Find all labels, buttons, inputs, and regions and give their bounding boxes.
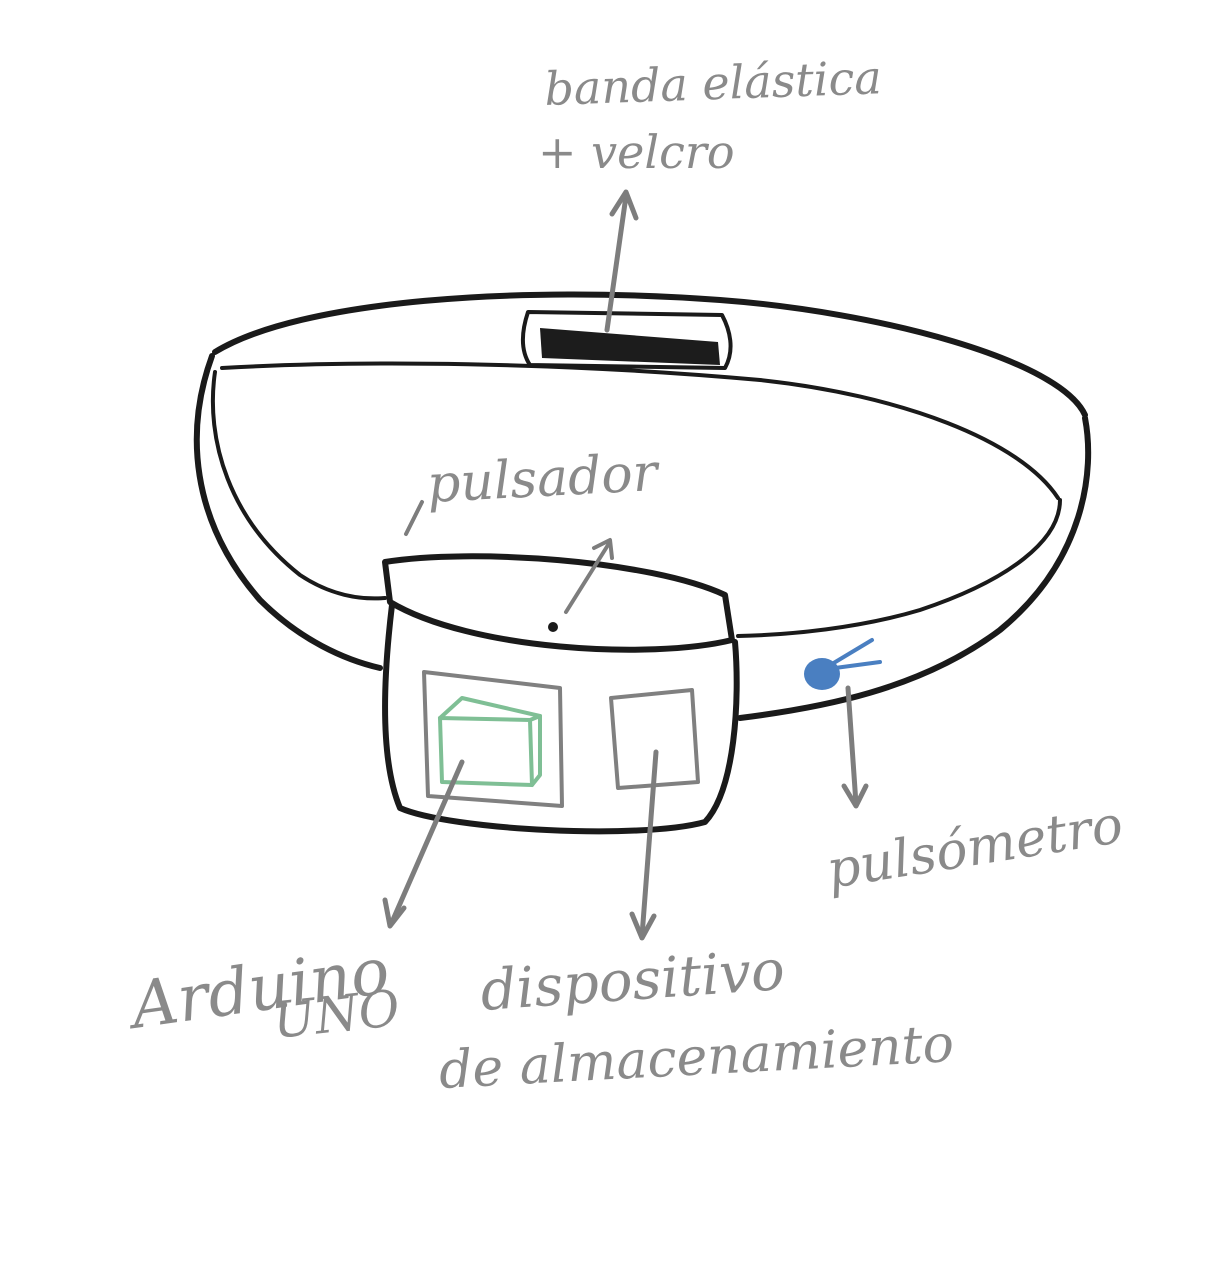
velcro-patch [521,310,733,370]
label-band-line1: banda elástica [543,50,882,116]
label-band-line2: + velcro [538,125,735,179]
arrow-storage [629,749,659,941]
label-tick [404,500,424,536]
storage-compartment [609,688,700,790]
device-box [382,553,740,835]
label-storage-line1: dispositivo [478,938,786,1024]
arrow-arduino [382,759,465,929]
elastic-band [193,291,1092,721]
label-button: pulsador [426,443,663,515]
label-arduino-line2: UNO [270,979,402,1050]
pulse-sensor-icon [804,638,882,690]
label-heart-sensor: pulsómetro [823,795,1127,901]
arrow-button [564,538,614,614]
arrow-band [604,189,639,333]
arrow-sensor [841,685,869,809]
label-storage-line2: de almacenamiento [438,1014,956,1101]
arduino-compartment [422,670,564,808]
push-button-icon [548,622,558,632]
velcro-strip [540,328,720,365]
